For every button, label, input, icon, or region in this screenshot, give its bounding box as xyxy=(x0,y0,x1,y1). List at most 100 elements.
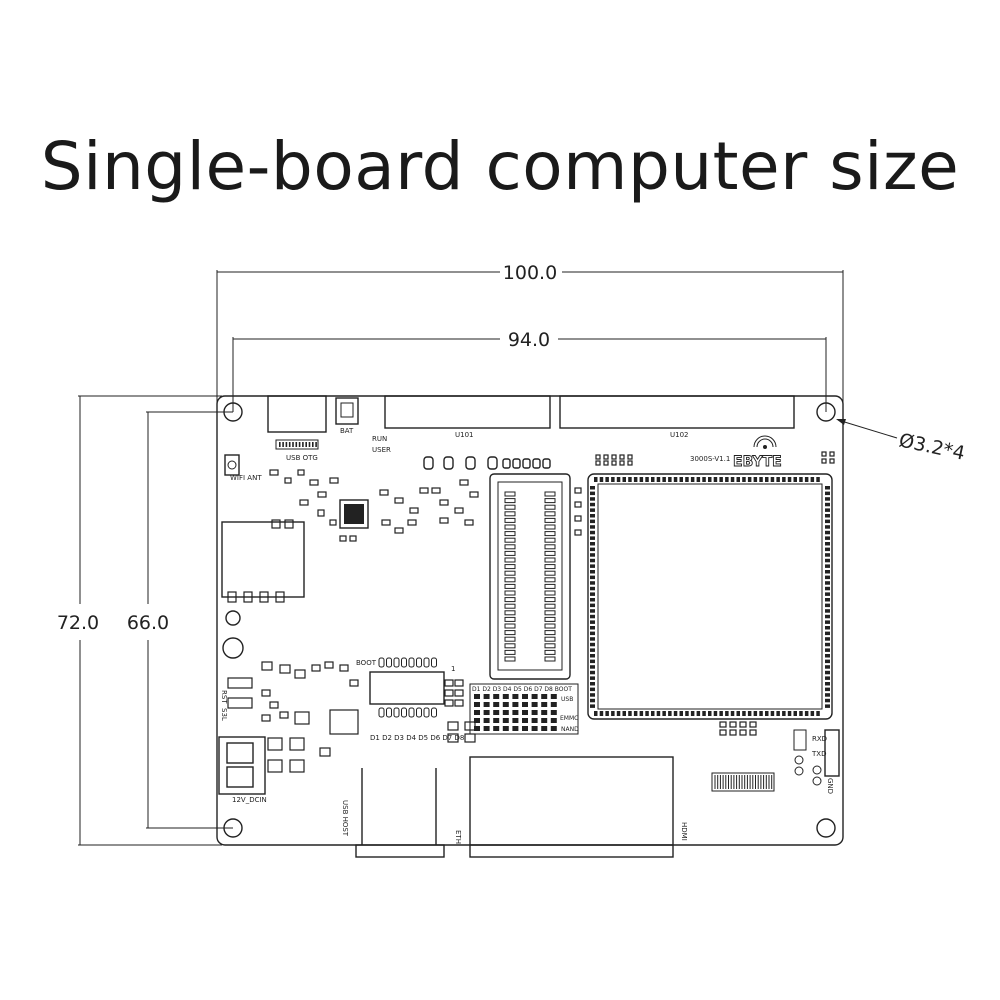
som-pad xyxy=(825,491,830,496)
smd-part xyxy=(261,714,271,722)
smd-part xyxy=(627,460,633,466)
som-pad xyxy=(825,508,830,512)
smd-part xyxy=(739,729,747,736)
smd-part xyxy=(379,489,389,496)
som-pad xyxy=(685,711,689,716)
socket-pin xyxy=(504,544,516,550)
boot-table-cell xyxy=(541,694,548,699)
dimension-lines xyxy=(78,270,898,846)
otg-pin xyxy=(292,442,294,447)
boot-pad xyxy=(408,657,415,668)
boot-pad xyxy=(401,657,407,668)
smd-part xyxy=(431,487,441,494)
socket-pin xyxy=(544,498,556,504)
som-pad xyxy=(825,502,830,507)
led-row xyxy=(423,456,551,470)
som-pad xyxy=(747,711,752,716)
buzzer xyxy=(222,637,244,659)
som-pad xyxy=(590,553,595,557)
som-pad xyxy=(753,477,758,482)
som-pad xyxy=(690,477,695,482)
som-pad xyxy=(825,693,830,697)
som-pad xyxy=(747,477,752,482)
boot-table-cell xyxy=(502,694,509,699)
boot-table-cell xyxy=(512,726,519,731)
socket-pin xyxy=(504,616,516,622)
smd-part xyxy=(227,697,253,709)
som-pad xyxy=(708,711,712,716)
boot-pad xyxy=(386,707,392,718)
pin-one-label: 1 xyxy=(451,665,455,673)
chip-small xyxy=(339,499,369,529)
rxd-label: RXD xyxy=(812,735,827,743)
som-pad xyxy=(590,704,595,708)
som-pad xyxy=(742,477,746,482)
test-point xyxy=(225,610,241,626)
som-pad xyxy=(594,477,598,482)
som-pad xyxy=(590,598,595,602)
boot-table-cell xyxy=(522,702,528,707)
usb-otg-label: USB OTG xyxy=(286,454,318,462)
smd-part xyxy=(603,454,609,460)
boot-label: BOOT xyxy=(356,659,377,667)
socket-pin xyxy=(504,491,516,497)
socket-pin xyxy=(504,649,516,655)
boot-pad xyxy=(431,657,437,668)
smd-part xyxy=(297,469,305,476)
smd-part xyxy=(339,664,349,672)
socket-pin xyxy=(504,557,516,563)
som-pad xyxy=(679,477,683,482)
som-pad xyxy=(825,687,830,692)
smd-part xyxy=(447,733,459,743)
boot-table-cell xyxy=(541,702,548,707)
som-pad xyxy=(590,564,595,568)
som-pad xyxy=(793,477,797,482)
som-pad xyxy=(590,654,595,658)
som-pad xyxy=(825,637,830,641)
otg-pin xyxy=(282,442,284,447)
socket-pin xyxy=(504,504,516,510)
smd-part xyxy=(309,479,319,486)
smd-part xyxy=(261,689,271,697)
som-pad xyxy=(628,711,632,716)
som-pad xyxy=(825,553,830,557)
otg-pin xyxy=(312,442,314,447)
socket-pin xyxy=(504,603,516,609)
som-pad xyxy=(825,603,830,608)
socket-pin xyxy=(504,610,516,616)
smd-part xyxy=(749,729,757,736)
smd-part xyxy=(269,701,279,709)
boot-pad xyxy=(393,657,400,668)
usb-host-label: USB HOST xyxy=(341,800,349,837)
som-pad xyxy=(645,711,649,716)
smd-part xyxy=(267,737,283,751)
som-pad xyxy=(713,477,718,482)
som-pad xyxy=(825,670,830,675)
smd-part xyxy=(329,519,337,526)
socket-pin xyxy=(544,597,556,603)
socket-pin xyxy=(544,643,556,649)
som-pad xyxy=(825,514,830,518)
som-pad xyxy=(599,711,604,716)
som-pad xyxy=(742,711,746,716)
smd-part xyxy=(829,458,835,464)
som-pad xyxy=(590,502,595,507)
boot-table-cell xyxy=(493,718,500,723)
som-pad xyxy=(825,564,830,568)
smd-part xyxy=(284,519,294,529)
boot-pins-label: D1 D2 D3 D4 D5 D6 D7 D8 xyxy=(370,734,464,742)
overall-width-label: 100.0 xyxy=(503,262,557,284)
smd-part xyxy=(729,721,737,728)
socket-pin xyxy=(504,517,516,523)
smd-part xyxy=(394,527,404,534)
som-pad xyxy=(719,477,723,482)
socket-pin xyxy=(544,537,556,543)
smd-part xyxy=(821,458,827,464)
som-pad xyxy=(825,525,830,529)
som-pad xyxy=(656,711,661,716)
socket-pin xyxy=(544,649,556,655)
som-pad xyxy=(816,711,820,716)
boot-pad xyxy=(423,657,430,668)
som-pad xyxy=(590,581,595,585)
socket-pin xyxy=(504,643,516,649)
